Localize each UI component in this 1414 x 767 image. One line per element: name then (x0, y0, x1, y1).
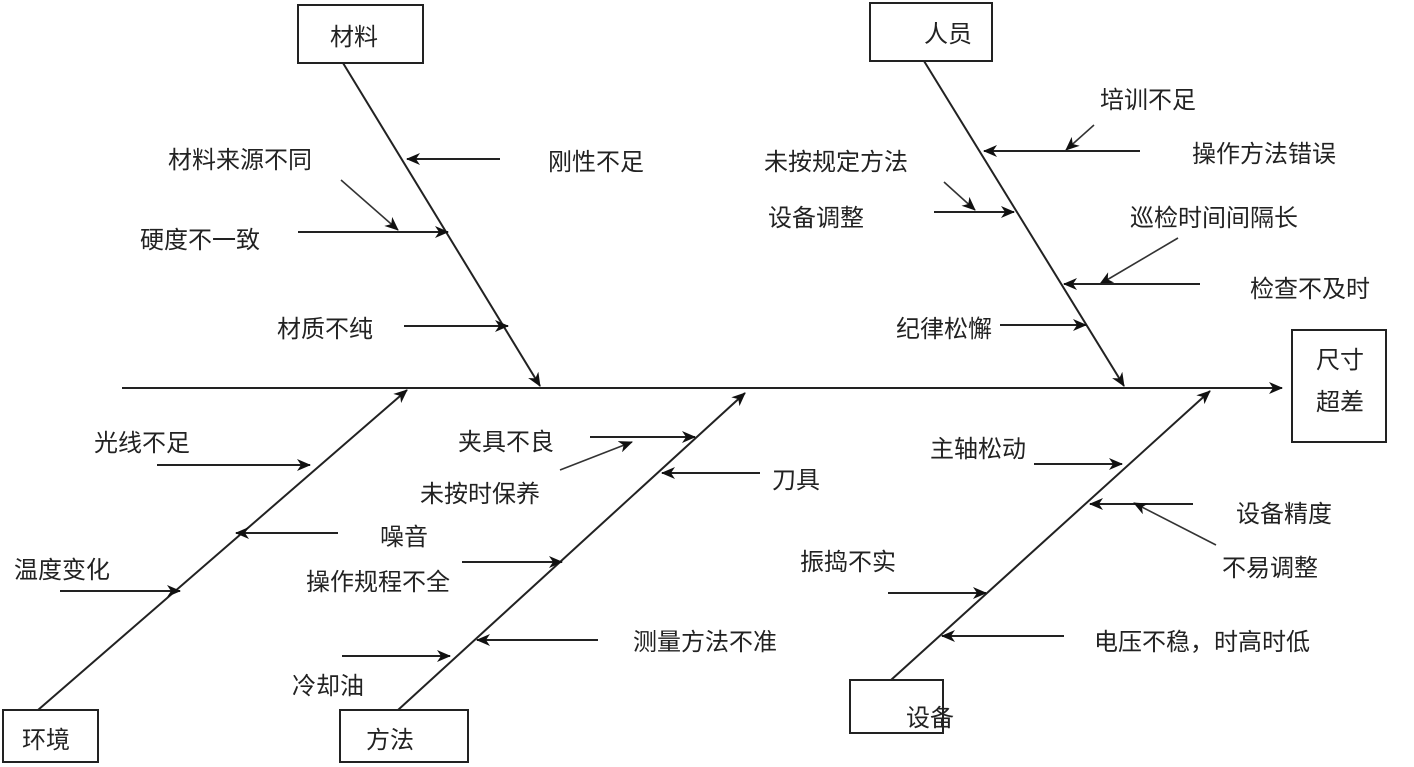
bone-people (923, 60, 1125, 387)
cause-method-maintenance: 未按时保养 (420, 480, 540, 508)
cause-equipment-precision: 设备精度 (1236, 500, 1332, 528)
cause-people-equipment-adjust: 设备调整 (768, 204, 864, 232)
cause-equipment-vibration: 振捣不实 (800, 548, 896, 576)
branch-people: 人员 培训不足 操作方法错误 未按规定方法 设备调整 巡检时间间隔长 检查不及时… (764, 2, 1370, 387)
cause-material-source: 材料来源不同 (168, 146, 312, 174)
arrow-people-training (1065, 124, 1095, 151)
cause-equipment-hard-adjust: 不易调整 (1222, 554, 1318, 582)
arrow-people-not-by-rule (943, 181, 976, 211)
cause-people-inspection-interval: 巡检时间间隔长 (1130, 204, 1298, 232)
category-label-people: 人员 (924, 20, 972, 48)
cause-material-rigidity: 刚性不足 (548, 148, 644, 176)
cause-material-hardness: 硬度不一致 (140, 226, 260, 254)
cause-environment-temperature: 温度变化 (14, 556, 110, 584)
bone-environment (37, 389, 408, 711)
arrow-equipment-hard-adjust (1133, 502, 1217, 546)
category-box-material (297, 4, 424, 64)
bone-material (342, 62, 541, 387)
cause-people-late-check: 检查不及时 (1250, 275, 1370, 303)
category-box-environment (2, 709, 99, 763)
bone-method (397, 392, 746, 711)
category-box-equipment (849, 679, 944, 734)
effect-label-line1: 尺寸 (1316, 346, 1364, 374)
branch-environment: 环境 光线不足 噪音 温度变化 (2, 389, 428, 763)
cause-people-training: 培训不足 (1100, 86, 1196, 114)
arrow-people-inspection-interval (1099, 237, 1179, 285)
category-box-method (339, 709, 469, 763)
category-box-people (869, 2, 993, 62)
effect-label-line2: 超差 (1316, 388, 1364, 416)
category-label-environment: 环境 (22, 726, 70, 754)
cause-people-not-by-rule: 未按规定方法 (764, 148, 908, 176)
cause-method-fixture: 夹具不良 (458, 428, 554, 456)
branch-material: 材料 材料来源不同 刚性不足 硬度不一致 材质不纯 (140, 4, 644, 387)
cause-people-lax-discipline: 纪律松懈 (896, 315, 992, 343)
cause-method-measurement: 测量方法不准 (633, 628, 777, 656)
cause-environment-noise: 噪音 (380, 523, 428, 551)
cause-method-tool: 刀具 (772, 466, 820, 494)
cause-method-procedure: 操作规程不全 (306, 568, 450, 596)
arrow-method-maintenance (559, 441, 633, 471)
cause-equipment-spindle: 主轴松动 (930, 435, 1026, 463)
effect-box: 尺寸 超差 (1291, 329, 1387, 443)
cause-material-impure: 材质不纯 (277, 315, 373, 343)
cause-people-wrong-method: 操作方法错误 (1192, 140, 1336, 168)
category-label-material: 材料 (330, 23, 378, 51)
branch-equipment: 设备 主轴松动 设备精度 不易调整 振捣不实 电压不稳，时高时低 (800, 390, 1332, 734)
category-label-method: 方法 (366, 726, 414, 754)
cause-method-coolant: 冷却油 (292, 672, 364, 700)
arrow-material-source (340, 179, 399, 231)
cause-environment-light: 光线不足 (94, 429, 190, 457)
branch-method: 方法 夹具不良 未按时保养 刀具 操作规程不全 测量方法不准 冷却油 (292, 392, 820, 763)
category-label-equipment: 设备 (906, 704, 954, 732)
cause-equipment-voltage: 电压不稳，时高时低 (1094, 628, 1310, 656)
